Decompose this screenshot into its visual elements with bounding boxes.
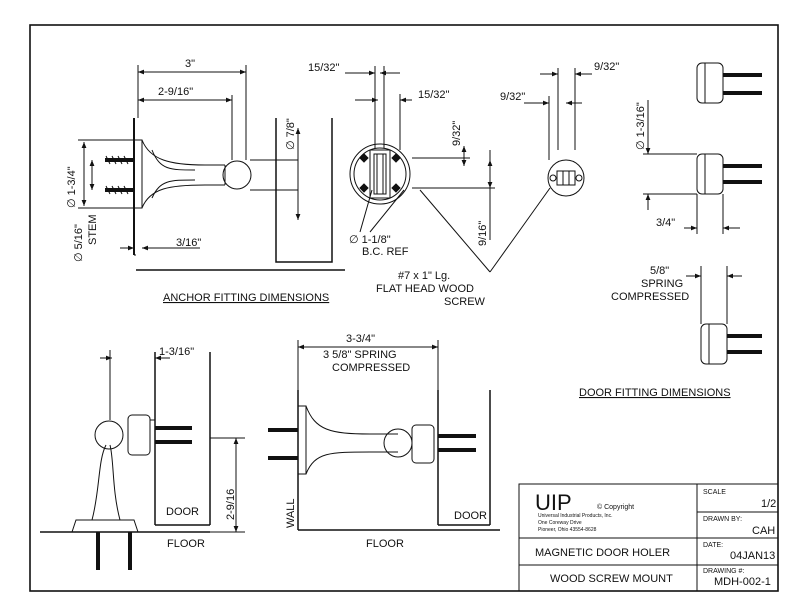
dim-dia-7-8: ∅ 7/8" [285,118,297,150]
anchor-fitting-view [78,65,345,271]
dim-3in: 3" [185,58,195,70]
door-fitting-views [643,62,762,365]
dim-9-32-top-right: 9/32" [594,61,619,73]
drawing-title-line2: WOOD SCREW MOUNT [550,573,673,585]
drawing-number-label: DRAWING #: [703,568,744,575]
anchor-front-view [345,66,551,273]
drawn-by-value: CAH [752,525,775,537]
anchor-section-heading: ANCHOR FITTING DIMENSIONS [163,292,329,304]
wall-dim-compressed: COMPRESSED [332,362,410,374]
dim-2-9-16: 2-9/16" [158,86,193,98]
dim-15-32-top: 15/32" [308,62,340,74]
floor-view-door-label: DOOR [166,506,199,518]
dim-5-8: 5/8" [650,265,669,277]
company-name: Universal Industrial Products, Inc. [538,513,612,519]
company-address2: Pioneer, Ohio 43554-8628 [538,527,597,533]
dim-bolt-circle: ∅ 1-1/8" [349,234,391,246]
dim-compressed: COMPRESSED [611,291,689,303]
dim-stem: STEM [87,214,99,245]
uip-logo: UIP [535,490,572,515]
anchor-screw-top [105,155,134,165]
anchor-screw-bottom [105,185,134,195]
screw-note-line3: SCREW [444,296,486,308]
wall-label: WALL [285,498,297,528]
wall-dim-3-3-4: 3-3/4" [346,333,375,345]
sheet-border [29,24,779,592]
floor-view-floor-label: FLOOR [167,538,205,550]
drawing-title-line1: MAGNETIC DOOR HOLER [535,547,670,559]
dim-3-16: 3/16" [176,237,201,249]
title-block [518,483,779,592]
floor-dim-1-3-16: 1-3/16" [159,346,194,358]
dim-dia-1-3-16-door: ∅ 1-3/16" [635,102,647,150]
door-section-heading: DOOR FITTING DIMENSIONS [579,387,731,399]
dim-dia-1-3-4: ∅ 1-3/4" [66,166,78,208]
dim-15-32-mid: 15/32" [418,89,450,101]
date-value: 04JAN13 [730,550,775,562]
screw-note-line2: FLAT HEAD WOOD [376,283,474,295]
scale-value: 1/2 [761,498,776,510]
scale-label: SCALE [703,489,726,496]
copyright-text: © Copyright [597,503,634,511]
date-label: DATE: [703,542,723,549]
floor-mount-view [40,350,245,570]
floor-dim-2-9-16: 2-9/16 [225,489,237,520]
dim-spring: SPRING [641,278,683,290]
drawing-number-value: MDH-002-1 [714,576,771,588]
dim-9-32-left: 9/32" [500,91,525,103]
wall-view-door-label: DOOR [454,510,487,522]
dim-9-16-vertical: 9/16" [477,221,489,246]
screw-note-line1: #7 x 1" Lg. [398,270,450,282]
dim-dia-5-16: ∅ 5/16" [73,224,85,262]
magnet-front-view [524,68,592,197]
wall-dim-spring: 3 5/8" SPRING [323,349,397,361]
drawn-by-label: DRAWN BY: [703,516,742,523]
dim-bc-ref: B.C. REF [362,246,409,258]
dim-9-32-vertical: 9/32" [451,121,463,146]
dim-3-4: 3/4" [656,217,675,229]
company-address1: One Coreway Drive [538,520,582,526]
wall-view-floor-label: FLOOR [366,538,404,550]
wall-mount-view [268,340,500,531]
